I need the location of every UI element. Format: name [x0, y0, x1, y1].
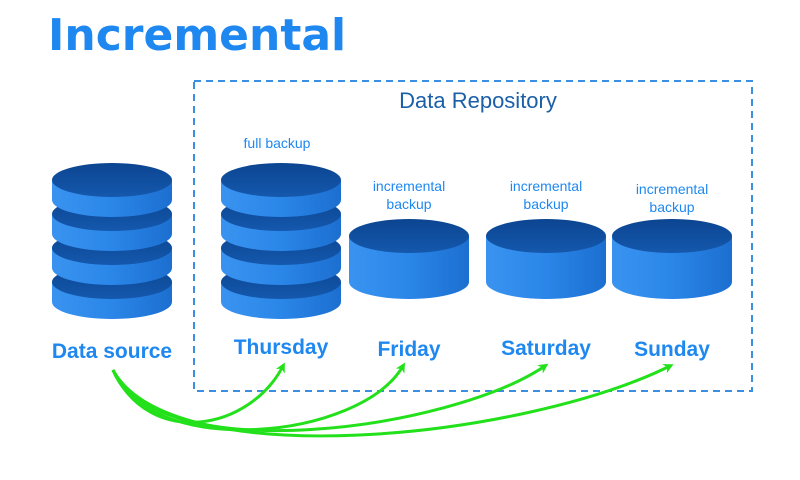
backup-type-label: full backup [244, 135, 311, 151]
repository-label: Data Repository [399, 88, 557, 113]
backup-type-label-line2: backup [386, 196, 431, 212]
backup-type-label-line2: backup [649, 199, 694, 215]
day-label: Friday [377, 338, 440, 361]
repository-boundary [193, 80, 753, 392]
backup-type-label: incremental [636, 181, 708, 197]
day-label: Saturday [501, 337, 591, 360]
database-icon [221, 163, 341, 319]
diagram-title: Incremental [48, 10, 346, 61]
arrow-to-thursday [111, 362, 285, 424]
day-label: Sunday [634, 338, 710, 361]
backup-arrows [111, 362, 674, 438]
database-icon [349, 219, 469, 299]
database-icon [612, 219, 732, 299]
day-label: Thursday [234, 336, 329, 359]
database-icon [486, 219, 606, 299]
backup-type-label: incremental [373, 178, 445, 194]
backup-type-label-line2: backup [523, 196, 568, 212]
arrow-to-sunday [111, 364, 674, 438]
data-source-database-icon [52, 163, 172, 319]
data-source-label: Data source [52, 340, 172, 363]
backup-type-label: incremental [510, 178, 582, 194]
